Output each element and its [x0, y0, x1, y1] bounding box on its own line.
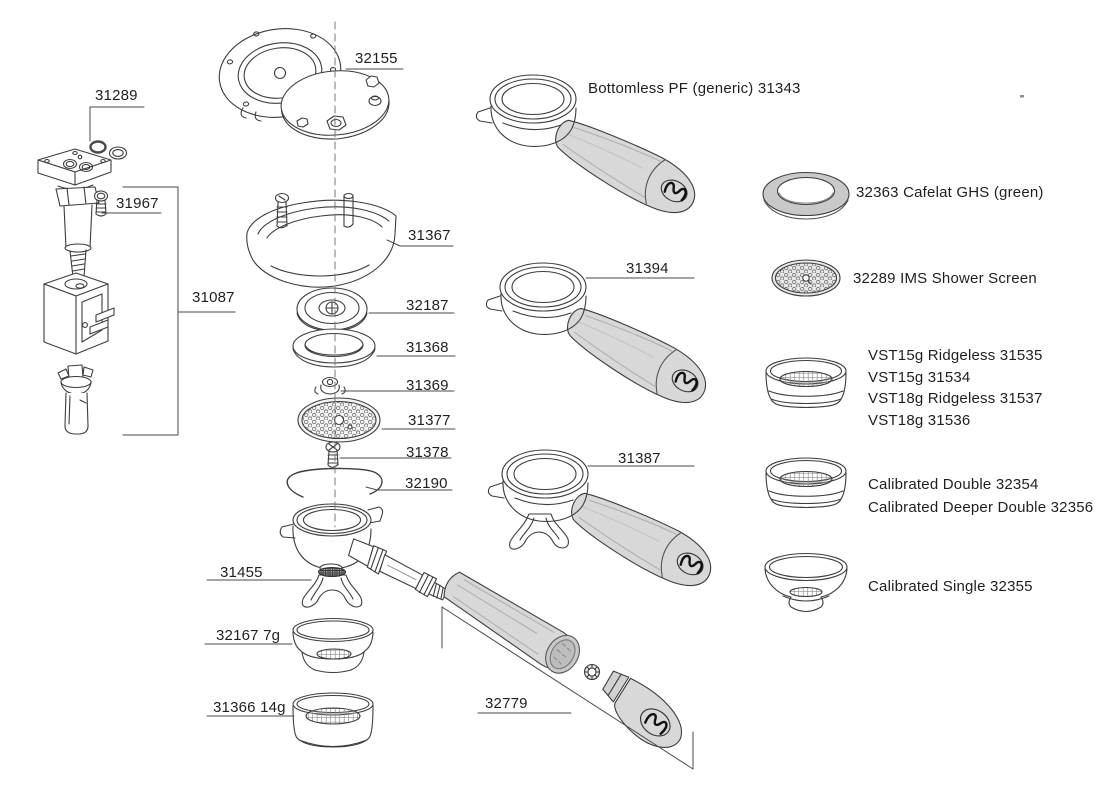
- label-basket-14g: 31366 14g: [213, 699, 286, 716]
- label-cafelat-gasket: 32363 Cafelat GHS (green): [856, 184, 1044, 201]
- cafelat-gasket-drawing: [762, 171, 850, 220]
- screen-screw-drawing: [325, 441, 341, 468]
- double-spout-drawing: [301, 566, 363, 608]
- label-dispersion-disc: 32187: [406, 297, 449, 314]
- oring-pair-drawing: [89, 140, 128, 160]
- label-solenoid: 31087: [192, 289, 235, 306]
- label-vst-line2: VST15g 31534: [868, 368, 971, 386]
- label-double-spout: 31455: [220, 564, 263, 581]
- label-vst-line1: VST15g Ridgeless 31535: [868, 347, 1043, 364]
- calibrated-single-basket-drawing: [764, 552, 848, 613]
- label-group-gasket: 31368: [406, 339, 449, 356]
- label-screen-nut: 31369: [406, 377, 449, 394]
- vst-basket-drawing: [765, 357, 847, 409]
- label-group-head: 32155: [355, 50, 398, 67]
- shroud-pin-drawing: [343, 192, 354, 228]
- label-vst-baskets: VST15g Ridgeless 31535 VST15g 31534 VST1…: [868, 345, 1043, 431]
- label-bottomless-pf: Bottomless PF (generic) 31343: [588, 80, 801, 97]
- label-calibrated-single: Calibrated Single 32355: [868, 578, 1033, 595]
- ims-shower-screen-drawing: [771, 259, 841, 297]
- stray-dot: [1020, 95, 1024, 98]
- mount-screw-drawing: [93, 190, 109, 217]
- main-portafilter-drawing: [279, 503, 449, 601]
- label-orings: 31289: [95, 87, 138, 104]
- label-calibrated-line1: Calibrated Double 32354: [868, 476, 1039, 493]
- handle-kit-drawing: [441, 571, 694, 770]
- handle-nut-drawing: [583, 663, 601, 681]
- label-vst-line3: VST18g Ridgeless 31537: [868, 390, 1043, 407]
- basket-7g-drawing: [292, 617, 374, 674]
- bottomless-pf-drawing: [475, 74, 706, 225]
- calibrated-double-basket-drawing: [765, 457, 847, 509]
- screen-nut-drawing: [314, 376, 346, 395]
- label-retaining-clip: 32190: [405, 475, 448, 492]
- pf-31394-drawing: [485, 262, 718, 415]
- label-screen-screw: 31378: [406, 444, 449, 461]
- label-vst-line4: VST18g 31536: [868, 411, 971, 429]
- group-head-drawing: [218, 28, 390, 140]
- pf-31387-drawing: [487, 449, 722, 598]
- label-pf-31394: 31394: [626, 260, 669, 277]
- basket-14g-drawing: [292, 692, 374, 748]
- label-calibrated-baskets: Calibrated Double 32354 Calibrated Deepe…: [868, 473, 1093, 519]
- label-ims-screen: 32289 IMS Shower Screen: [853, 270, 1037, 287]
- label-shower-screen: 31377: [408, 412, 451, 429]
- solenoid-valve-drawing: [37, 140, 128, 435]
- label-shroud: 31367: [408, 227, 451, 244]
- label-handle-kit: 32779: [485, 695, 528, 712]
- label-pf-31387: 31387: [618, 450, 661, 467]
- group-gasket-drawing: [292, 328, 376, 368]
- shower-screen-drawing: [297, 397, 381, 443]
- label-basket-7g: 32167 7g: [216, 627, 281, 644]
- shroud-screw-drawing: [274, 192, 290, 229]
- group-shroud-drawing: [246, 192, 397, 288]
- label-mount-screw: 31967: [116, 195, 159, 212]
- leader-lines: [89, 68, 695, 717]
- label-calibrated-line2: Calibrated Deeper Double 32356: [868, 499, 1094, 516]
- dispersion-disc-drawing: [296, 287, 368, 332]
